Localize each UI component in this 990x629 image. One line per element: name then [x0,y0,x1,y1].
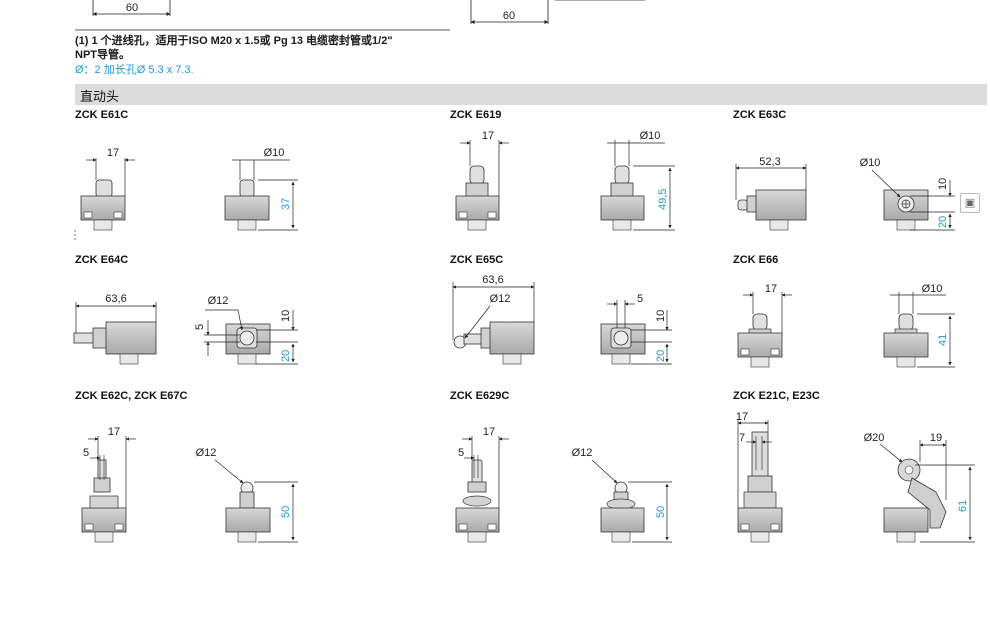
dim-e66-diameter: Ø10 [922,283,943,295]
top-dim-right [470,0,645,24]
footnote-line-3: Ø：2 加长孔Ø 5.3 x 7.3. [75,64,194,76]
dim-e63c-diameter: Ø10 [860,157,881,169]
dim-e61c-height: 37 [280,198,292,210]
model-label-e65c: ZCK E65C [450,254,504,266]
dim-e62c-height: 50 [280,506,292,518]
dim-e64c-diameter: Ø12 [208,295,229,307]
expand-icon[interactable]: ▣ [960,193,980,213]
model-label-e66: ZCK E66 [733,254,779,266]
dim-e64c-top: 10 [280,310,292,322]
dim-e65c-diameter: Ø12 [490,293,511,305]
dim-e63c-length: 52,3 [759,156,780,168]
dim-e63c-top: 10 [937,178,949,190]
dim-e65c-length: 63,6 [482,274,503,286]
dim-e21c-width: 17 [736,411,748,423]
dim-e619-height: 49,5 [657,189,669,210]
drawing-e619-side [600,140,675,231]
dim-e629c-diameter: Ø12 [572,447,593,459]
drawing-e66-side [883,292,955,368]
dim-e21c-offset: 19 [930,432,942,444]
drawing-e62c-front [81,436,136,543]
dim-e65c-top: 10 [655,310,667,322]
dim-top-right: 60 [503,10,515,22]
drawing-e21c-front [737,420,783,543]
dim-e66-width: 17 [765,283,777,295]
footnote-line-1: (1) 1 个进线孔，适用于ISO M20 x 1.5或 Pg 13 电缆密封管… [75,35,393,47]
drawing-e63c-side [871,169,955,231]
dim-e63c-bottom: 20 [937,216,949,228]
dim-e619-diameter: Ø10 [640,130,661,142]
dim-e62c-width: 17 [108,426,120,438]
dim-e61c-width: 17 [107,147,119,159]
model-label-e62c: ZCK E62C, ZCK E67C [75,390,188,402]
drawing-e21c-side [879,440,975,543]
dim-e629c-height: 50 [655,506,667,518]
dim-e619-width: 17 [482,130,494,142]
dim-top-left: 60 [126,2,138,14]
dim-e629c-width: 17 [483,426,495,438]
drawing-e66-front [737,292,792,368]
dim-e65c-bottom: 20 [655,350,667,362]
section-header: 直动头 [75,84,987,105]
model-label-e64c: ZCK E64C [75,254,129,266]
drawing-e65c-front [452,282,535,365]
drawing-e63c-front [735,164,807,231]
section-title: 直动头 [80,89,120,104]
model-label-e619: ZCK E619 [450,109,502,121]
footnote-line-2: NPT导管。 [75,49,130,61]
dim-e21c-slot: 7 [739,432,745,444]
dim-e66-height: 41 [937,334,949,346]
dim-e64c-length: 63,6 [105,293,126,305]
top-dim-left [92,0,171,16]
dim-e629c-slot: 5 [458,447,464,459]
dim-e65c-offset: 5 [637,293,643,305]
drawing-e65c-side [600,300,672,365]
dim-e21c-height: 61 [957,500,969,512]
dim-e21c-diameter: Ø20 [864,432,885,444]
dim-e62c-slot: 5 [83,447,89,459]
dim-e61c-diameter: Ø10 [264,147,285,159]
drawing-e61c-front [74,158,135,240]
dim-e62c-diameter: Ø12 [196,447,217,459]
model-label-e21c: ZCK E21C, E23C [733,390,820,402]
drawing-e64c-side [204,309,298,365]
model-label-e63c: ZCK E63C [733,109,787,121]
drawing-e61c-side [224,159,298,231]
drawing-e629c-front [455,436,509,543]
dim-e64c-bottom: 20 [280,350,292,362]
drawing-e629c-side [591,459,672,543]
dim-e64c-offset: 5 [194,324,206,330]
drawing-e619-front [455,140,509,231]
model-label-e61c: ZCK E61C [75,109,129,121]
drawing-e64c-front [73,302,157,365]
model-label-e629c: ZCK E629C [450,390,510,402]
drawing-e62c-side [214,459,298,543]
